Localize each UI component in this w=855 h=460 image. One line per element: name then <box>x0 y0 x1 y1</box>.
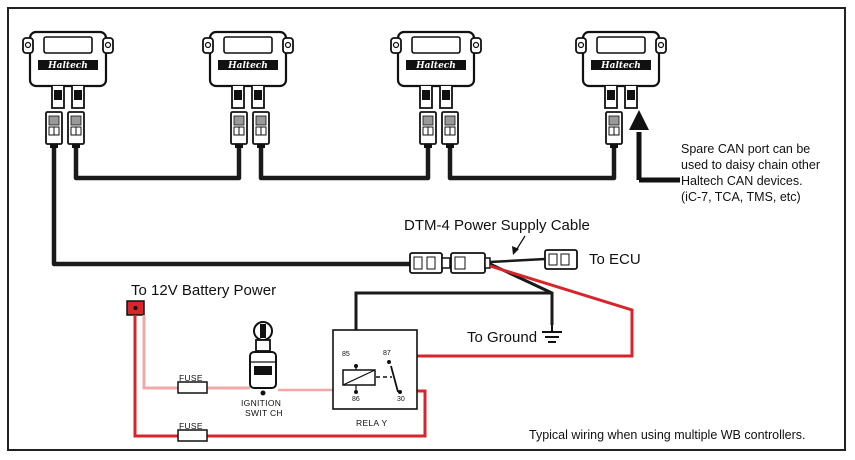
caption: Typical wiring when using multiple WB co… <box>529 428 806 442</box>
relay-pin-30: 30 <box>397 396 405 403</box>
ignition-label-line2: SWIT CH <box>245 408 283 418</box>
relay-output-wire <box>387 264 634 358</box>
dtm4-connector-left <box>409 252 451 274</box>
haltech-logo-2: Haltech <box>227 61 268 71</box>
note-line: Haltech CAN devices. <box>681 174 803 188</box>
spare-port-arrow-icon <box>629 110 680 183</box>
to-ecu-label: To ECU <box>589 251 641 268</box>
power-cable-label: DTM-4 Power Supply Cable <box>404 217 590 234</box>
ecu-connector <box>544 249 578 270</box>
relay-pin-87: 87 <box>383 350 391 357</box>
relay-label: RELA Y <box>356 418 388 428</box>
fuse-bottom-label: FUSE <box>179 421 203 431</box>
can-plugs <box>45 111 623 149</box>
fuse-top-label: FUSE <box>179 373 203 383</box>
note-line: (iC-7, TCA, TMS, etc) <box>681 190 801 204</box>
relay-pin-86: 86 <box>352 396 360 403</box>
can-bus-wires <box>51 148 617 267</box>
to-ground-label: To Ground <box>467 329 538 346</box>
diagram-border <box>7 7 846 451</box>
fuse-bottom-icon <box>177 429 208 442</box>
fuse-top-icon <box>177 381 208 394</box>
ignition-switch-icon <box>249 321 277 396</box>
dtm4-connector-right <box>450 252 491 274</box>
haltech-logo-3: Haltech <box>415 61 456 71</box>
note-line: Spare CAN port can be <box>681 142 811 156</box>
ignition-label-line1: IGNITION <box>241 398 282 408</box>
spare-can-note: Spare CAN port can be used to daisy chai… <box>681 141 820 205</box>
relay-icon <box>342 360 402 394</box>
relay-pin-85: 85 <box>342 351 350 358</box>
note-line: used to daisy chain other <box>681 158 820 172</box>
ground-icon <box>542 325 562 343</box>
haltech-logo-4: Haltech <box>600 61 641 71</box>
haltech-logo-1: Haltech <box>47 61 88 71</box>
battery-label: To 12V Battery Power <box>131 282 277 299</box>
